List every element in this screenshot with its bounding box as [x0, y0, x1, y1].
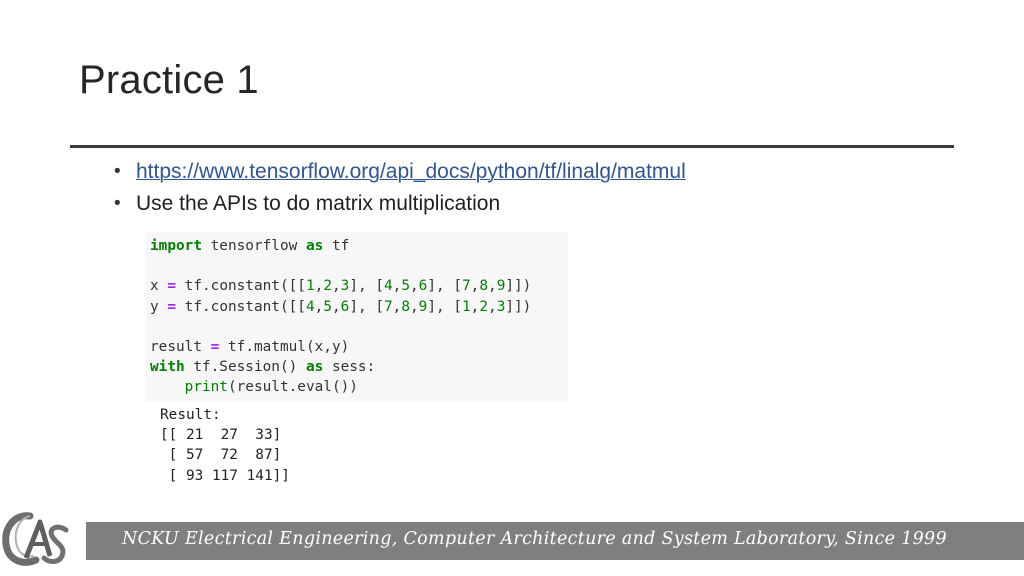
footer-bar: NCKU Electrical Engineering, Computer Ar… — [86, 522, 1024, 560]
code-line-3: x = tf.constant([[1,2,3], [4,5,6], [7,8,… — [150, 278, 532, 295]
matmul-doc-link[interactable]: https://www.tensorflow.org/api_docs/pyth… — [136, 160, 686, 183]
result-row-1: [[ 21 27 33] — [160, 427, 282, 444]
bullet-dot-icon: • — [114, 161, 121, 182]
bullet-dot-icon: • — [114, 193, 121, 214]
result-output: Result: [[ 21 27 33] [ 57 72 87] [ 93 11… — [160, 405, 290, 486]
code-block: import tensorflow as tf x = tf.constant(… — [150, 236, 531, 398]
bullet-list: • https://www.tensorflow.org/api_docs/py… — [114, 157, 686, 221]
code-line-4: y = tf.constant([[4,5,6], [7,8,9], [1,2,… — [150, 298, 532, 315]
bullet-item-task: • Use the APIs to do matrix multiplicati… — [114, 189, 686, 221]
code-line-7: with tf.Session() as sess: — [150, 359, 376, 376]
bullet-item-link: • https://www.tensorflow.org/api_docs/py… — [114, 157, 686, 189]
code-snippet: import tensorflow as tf x = tf.constant(… — [146, 232, 568, 402]
code-line-8: print(result.eval()) — [184, 379, 358, 396]
result-row-3: [ 93 117 141]] — [160, 467, 290, 484]
task-description: Use the APIs to do matrix multiplication — [136, 192, 501, 215]
title-divider — [70, 145, 954, 148]
result-row-2: [ 57 72 87] — [160, 447, 282, 464]
footer-lab-name: NCKU Electrical Engineering, Computer Ar… — [122, 529, 947, 549]
code-line-6: result = tf.matmul(x,y) — [150, 339, 350, 356]
result-block: Result: [[ 21 27 33] [ 57 72 87] [ 93 11… — [160, 405, 290, 486]
code-line-1: import tensorflow as tf — [150, 238, 350, 254]
slide-title: Practice 1 — [79, 58, 259, 102]
cas-logo-icon — [2, 512, 69, 566]
result-label: Result: — [160, 407, 221, 423]
